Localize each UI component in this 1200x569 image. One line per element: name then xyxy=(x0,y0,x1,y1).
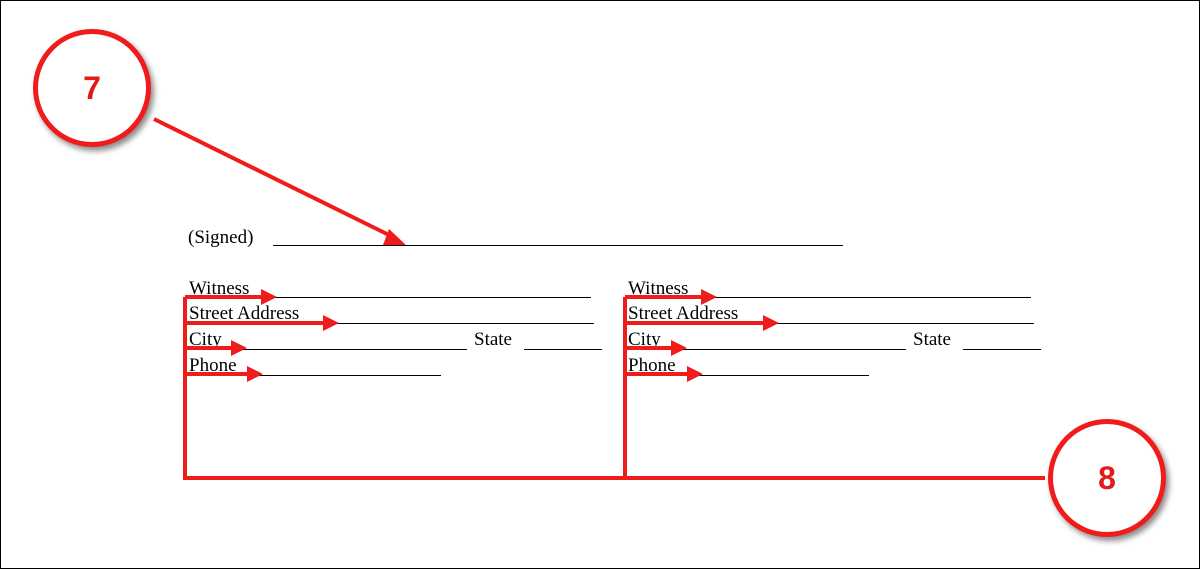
street-address-line xyxy=(321,323,594,324)
witness-label: Witness xyxy=(628,278,689,299)
arrowhead xyxy=(671,340,687,356)
arrowhead xyxy=(247,366,263,382)
phone-line xyxy=(686,375,869,376)
callout-badge-8: 8 xyxy=(1048,419,1166,537)
signature-line xyxy=(273,245,843,246)
street-address-label: Street Address xyxy=(628,303,739,324)
phone-label: Phone xyxy=(189,355,237,376)
state-line xyxy=(524,349,602,350)
arrowhead xyxy=(323,315,339,331)
arrowhead xyxy=(261,289,277,305)
state-label: State xyxy=(913,329,951,350)
state-label: State xyxy=(474,329,512,350)
left-bracket xyxy=(183,297,1045,480)
city-label: City xyxy=(189,329,222,350)
callout-7-connector xyxy=(153,117,394,239)
arrowhead xyxy=(231,340,247,356)
street-address-label: Street Address xyxy=(189,303,300,324)
street-address-line xyxy=(760,323,1034,324)
state-line xyxy=(963,349,1041,350)
city-line xyxy=(668,349,906,350)
witness-name-line xyxy=(259,297,591,298)
arrowhead xyxy=(763,315,779,331)
callout-number: 7 xyxy=(83,69,101,106)
callout-badge-7: 7 xyxy=(33,29,151,147)
arrowhead xyxy=(701,289,717,305)
city-label: City xyxy=(628,329,661,350)
callout-number: 8 xyxy=(1098,459,1116,496)
phone-label: Phone xyxy=(628,355,676,376)
arrowhead xyxy=(687,366,703,382)
witness-name-line xyxy=(698,297,1031,298)
city-line xyxy=(229,349,467,350)
arrowhead xyxy=(383,229,406,245)
witness-label: Witness xyxy=(189,278,250,299)
signed-label: (Signed) xyxy=(188,227,254,248)
phone-line xyxy=(247,375,441,376)
